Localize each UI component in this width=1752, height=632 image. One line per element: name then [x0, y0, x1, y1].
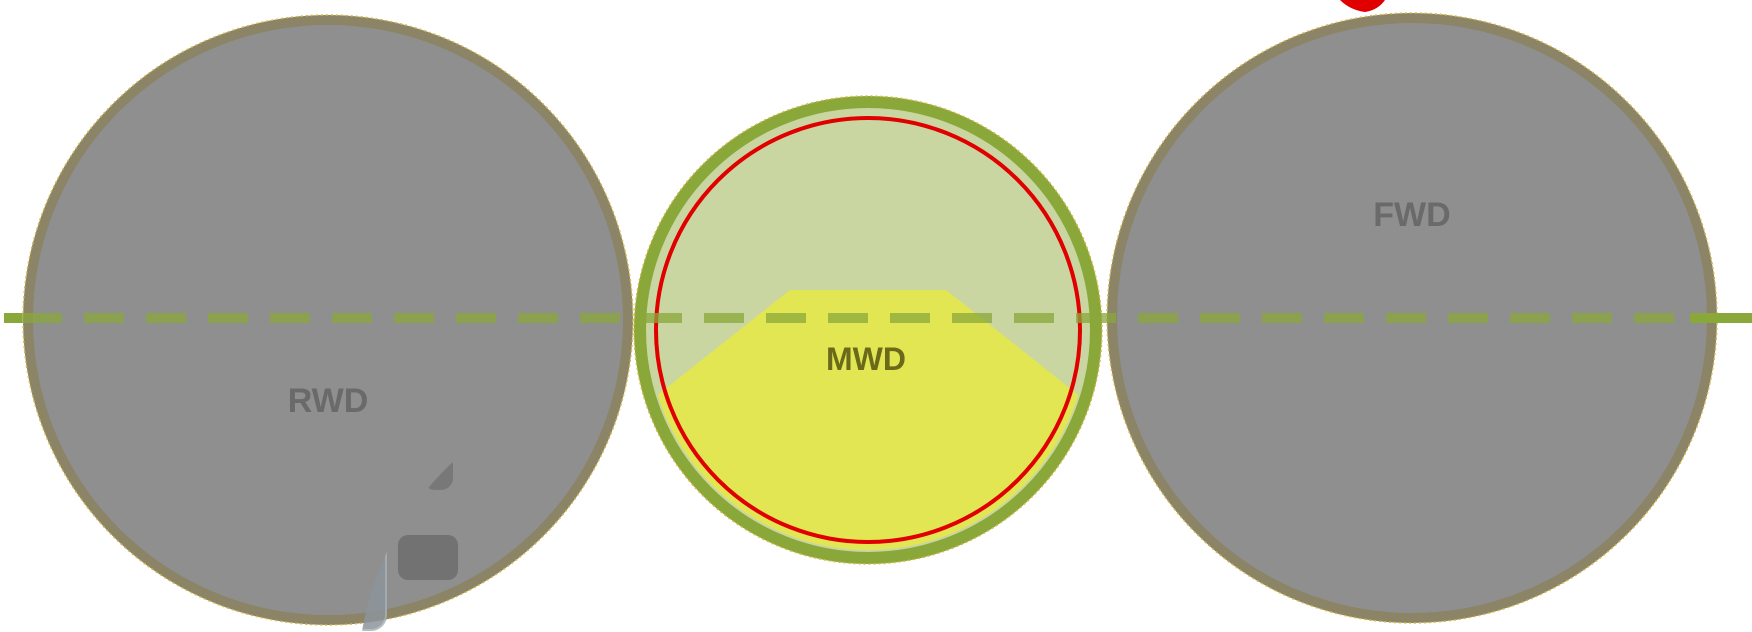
- rwd-label: RWD: [288, 382, 369, 420]
- red-arc-fragment: [1340, 0, 1385, 12]
- fwd-label: FWD: [1373, 196, 1450, 234]
- mwd-label: MWD: [826, 341, 906, 377]
